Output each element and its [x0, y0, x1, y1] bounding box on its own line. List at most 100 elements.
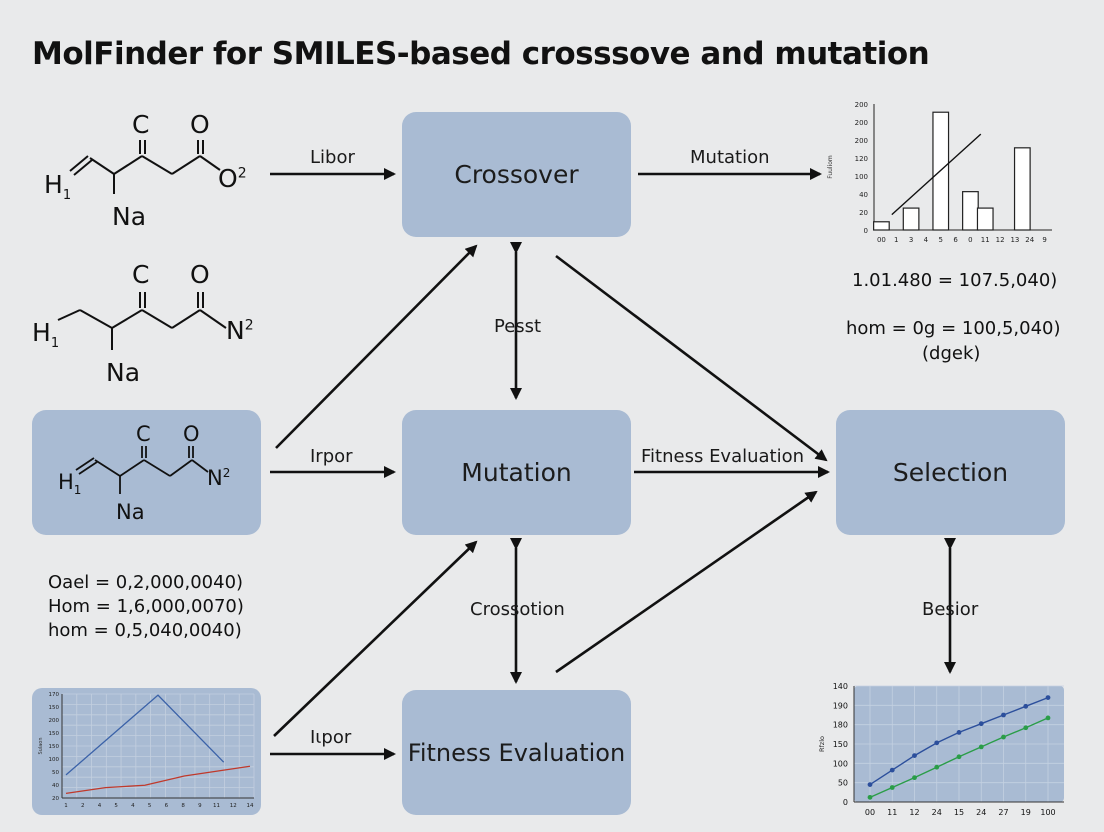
x-tick-label: 00	[865, 808, 875, 817]
y-tick-label: 150	[49, 731, 60, 737]
x-tick-label: 4	[98, 803, 102, 809]
series-point-2	[956, 754, 962, 760]
y-tick-label: 200	[855, 137, 868, 145]
series-point-2	[867, 794, 873, 800]
y-tick-label: 100	[855, 173, 868, 181]
x-tick-label: 24	[976, 808, 986, 817]
x-tick-label: 2	[81, 803, 85, 809]
molecule-3-box: C O H1 N2 Na	[32, 410, 261, 535]
edge-label-irpor: Irpor	[310, 446, 353, 467]
crossover-label: Crossover	[454, 160, 579, 189]
y-tick-label: 50	[52, 770, 59, 776]
mol2-right-atom: N2	[226, 316, 254, 345]
selection-label: Selection	[892, 458, 1009, 487]
series-point-2	[1023, 725, 1029, 731]
x-tick-label: 0	[968, 236, 972, 244]
mol1-top-left-atom: C	[132, 110, 150, 139]
molecule-2-bonds	[57, 292, 227, 350]
y-tick-label: 180	[833, 721, 848, 730]
equation-right-3: (dgek)	[922, 343, 981, 364]
x-tick-label: 6	[165, 803, 169, 809]
equation-left-1: Oael = 0,2,000,0040)	[48, 572, 244, 593]
molecule-1-bonds	[69, 140, 221, 194]
y-tick-label: 200	[855, 119, 868, 127]
y-tick-label: 150	[833, 740, 848, 749]
equation-right-2: hom = 0g = 100,5,040)	[846, 318, 1061, 339]
y-axis-label: Fuuliom	[827, 155, 834, 179]
y-tick-label: 20	[52, 796, 59, 802]
mol2-left-atom: H1	[32, 318, 60, 351]
series-point-2	[978, 744, 984, 750]
y-axis-label: Rfzlo	[818, 736, 826, 752]
edge-label-libor: Libor	[310, 147, 355, 168]
arrow-fitness-to-selection	[555, 490, 818, 674]
trend-line	[891, 133, 982, 216]
arrow-plot-to-mutation	[273, 540, 478, 737]
x-tick-label: 1	[64, 803, 68, 809]
diagram-title: MolFinder for SMILES-based crosssove and…	[32, 36, 930, 72]
y-tick-label: 0	[843, 798, 848, 807]
y-tick-label: 200	[855, 101, 868, 109]
fitness-evaluation-label: Fitness Evaluation	[407, 738, 626, 767]
mol2-top-right-atom: O	[190, 260, 210, 289]
x-tick-label: 11	[213, 803, 220, 809]
x-tick-label: 8	[181, 803, 185, 809]
x-tick-label: 11	[887, 808, 897, 817]
y-tick-label: 40	[859, 191, 868, 199]
edge-label-mutation: Mutation	[690, 147, 770, 168]
mol2-bottom-atom: Na	[106, 358, 141, 387]
mol1-right-atom: O2	[218, 164, 247, 193]
x-tick-label: 12	[996, 236, 1005, 244]
y-tick-label: 190	[833, 701, 848, 710]
equation-left-3: hom = 0,5,040,0040)	[48, 620, 242, 641]
mol3-top-right-atom: O	[183, 422, 200, 446]
series-point-2	[1001, 734, 1006, 740]
x-tick-label: 3	[909, 236, 913, 244]
x-tick-label: 1	[894, 236, 898, 244]
edge-label-iipor: Iιpor	[310, 727, 352, 748]
series-line-1	[65, 694, 225, 776]
x-tick-label: 6	[953, 236, 958, 244]
equation-left-2: Hom = 1,6,000,0070)	[48, 596, 244, 617]
y-tick-label: 40	[52, 783, 59, 789]
mol3-right-atom: N2	[207, 466, 231, 490]
edge-label-besior: Besior	[922, 599, 979, 620]
x-tick-label: 5	[939, 236, 943, 244]
bar	[962, 191, 979, 231]
y-tick-label: 150	[49, 744, 60, 750]
x-tick-label: 9	[1042, 236, 1046, 244]
series-point-1	[978, 721, 984, 727]
x-tick-label: 100	[1040, 808, 1055, 817]
mol1-top-right-atom: O	[190, 110, 210, 139]
series-point-2	[934, 764, 940, 770]
series-point-1	[1001, 712, 1006, 718]
mol3-top-left-atom: C	[136, 422, 151, 446]
mol3-left-atom: H1	[58, 470, 82, 498]
y-tick-label: 20	[859, 209, 868, 217]
x-tick-label: 00	[877, 236, 886, 244]
x-tick-label: 5	[114, 803, 118, 809]
bar	[873, 221, 890, 231]
mol1-bottom-atom: Na	[112, 202, 147, 231]
x-tick-label: 4	[924, 236, 929, 244]
y-tick-label: 0	[864, 227, 868, 235]
molecule-2: C O H1 N2 Na	[30, 256, 270, 390]
series-point-2	[1045, 715, 1051, 721]
series-point-1	[1045, 695, 1051, 700]
x-tick-label: 12	[230, 803, 237, 809]
molecule-3-bonds	[75, 446, 209, 494]
series-point-1	[956, 730, 962, 735]
series-point-1	[912, 753, 917, 758]
x-tick-label: 24	[932, 808, 942, 817]
y-tick-label: 50	[838, 779, 848, 788]
mol3-bottom-atom: Na	[116, 500, 145, 524]
y-axis-label: Sulaon	[38, 737, 44, 754]
series-point-2	[912, 775, 917, 781]
x-tick-label: 12	[909, 808, 919, 817]
fitness-evaluation-node: Fitness Evaluation	[402, 690, 631, 815]
x-tick-label: 27	[998, 808, 1008, 817]
